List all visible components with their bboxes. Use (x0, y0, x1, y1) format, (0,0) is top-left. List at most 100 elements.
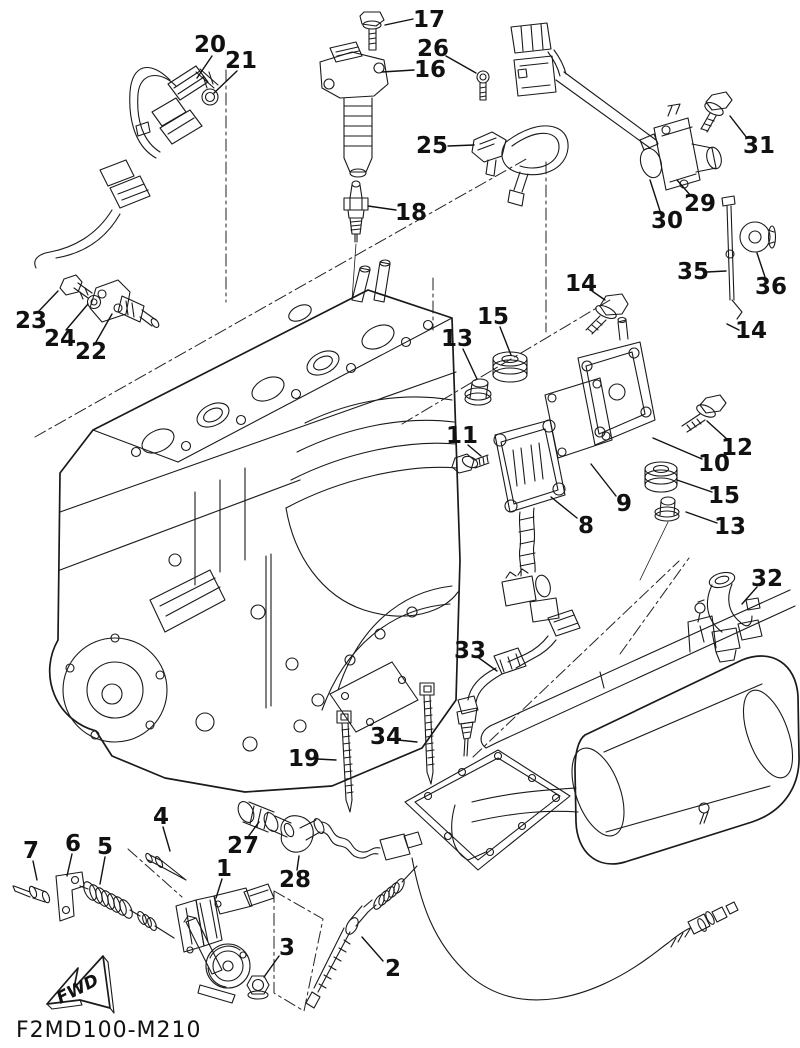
callout-28[interactable]: 28 (279, 867, 311, 893)
grommet-36-drawing (739, 221, 777, 253)
bolt-11-drawing (451, 453, 490, 474)
callout-24[interactable]: 24 (44, 326, 76, 352)
callout-31[interactable]: 31 (743, 133, 775, 159)
throttle-body-1-drawing (175, 883, 275, 1004)
callout-leader-35 (706, 270, 727, 273)
callout-leader-26 (445, 55, 477, 74)
callout-leader-13 (685, 511, 718, 524)
callout-leader-24 (65, 303, 89, 331)
callout-12[interactable]: 12 (721, 435, 753, 461)
breather-28-drawing (280, 815, 423, 861)
callout-leader-32 (741, 586, 758, 605)
callout-21[interactable]: 21 (225, 48, 257, 74)
callout-leader-15 (676, 479, 713, 493)
callout-15[interactable]: 15 (477, 304, 509, 330)
callout-leader-19 (316, 758, 337, 761)
callout-leader-14 (726, 323, 740, 331)
callout-29[interactable]: 29 (684, 191, 716, 217)
callout-leader-14 (591, 290, 606, 301)
callout-leader-15 (499, 326, 512, 356)
callout-14[interactable]: 14 (565, 271, 597, 297)
callout-13[interactable]: 13 (441, 326, 473, 352)
callout-6[interactable]: 6 (65, 831, 81, 857)
callout-leader-4 (162, 826, 171, 852)
callout-leader-31 (729, 115, 748, 139)
bolt-17-drawing (359, 11, 385, 51)
callout-2[interactable]: 2 (385, 956, 401, 982)
callout-leader-29 (676, 179, 692, 197)
fwd-arrow-label: FWD (53, 971, 102, 1009)
callout-15[interactable]: 15 (708, 483, 740, 509)
callout-leader-5 (99, 856, 106, 885)
bolt-12-drawing (681, 394, 727, 433)
callout-leader-22 (95, 313, 113, 343)
callout-20[interactable]: 20 (194, 32, 226, 58)
needle-4-drawing (145, 852, 187, 881)
callout-18[interactable]: 18 (395, 200, 427, 226)
collar-13-left-drawing (464, 378, 492, 406)
callout-26[interactable]: 26 (417, 36, 449, 62)
fwd-arrow: FWD (46, 955, 115, 1014)
callout-32[interactable]: 32 (751, 566, 783, 592)
callout-23[interactable]: 23 (15, 308, 47, 334)
ecu-8-drawing (493, 419, 566, 623)
grommet-15-right-drawing (644, 461, 678, 493)
callout-9[interactable]: 9 (616, 491, 632, 517)
callout-36[interactable]: 36 (755, 274, 787, 300)
callout-27[interactable]: 27 (227, 833, 259, 859)
phantom-line-8 (127, 848, 183, 898)
bracket-6-drawing (55, 871, 85, 922)
callout-leader-7 (32, 860, 38, 881)
dipstick-35-drawing (721, 195, 743, 320)
callout-leader-8 (550, 496, 578, 519)
callout-34[interactable]: 34 (370, 724, 402, 750)
callout-14[interactable]: 14 (735, 318, 767, 344)
cable-tie-19-drawing (336, 710, 354, 813)
callout-4[interactable]: 4 (153, 804, 169, 830)
callout-leader-1 (215, 878, 223, 899)
callout-leader-10 (652, 437, 703, 460)
engine-block-drawing (48, 259, 461, 793)
callout-22[interactable]: 22 (75, 339, 107, 365)
callout-16[interactable]: 16 (414, 57, 446, 83)
callout-leader-13 (462, 348, 478, 380)
grommet-15-left-drawing (492, 351, 528, 383)
callout-5[interactable]: 5 (97, 834, 113, 860)
callout-leader-23 (37, 290, 59, 313)
main-cable-drawing (411, 857, 739, 1001)
phantom-line-6 (472, 560, 680, 758)
callout-leader-2 (361, 936, 384, 962)
cable-tie-34-drawing (419, 682, 435, 785)
callout-leader-17 (384, 18, 414, 26)
callout-35[interactable]: 35 (677, 259, 709, 285)
callout-1[interactable]: 1 (216, 856, 232, 882)
collar-13-right-drawing (639, 496, 680, 581)
phantom-line-1 (34, 157, 529, 438)
callout-17[interactable]: 17 (413, 7, 445, 33)
callout-25[interactable]: 25 (416, 133, 448, 159)
callout-33[interactable]: 33 (454, 638, 486, 664)
bolt-14-left-drawing (585, 293, 629, 335)
callout-leader-16 (381, 69, 415, 73)
callout-11[interactable]: 11 (446, 423, 478, 449)
callout-13[interactable]: 13 (714, 514, 746, 540)
spring-5-drawing (79, 881, 175, 939)
callout-leader-20 (196, 55, 213, 79)
callout-19[interactable]: 19 (288, 746, 320, 772)
connector-32-drawing (706, 571, 763, 663)
callout-7[interactable]: 7 (23, 838, 39, 864)
callout-leader-21 (213, 70, 238, 94)
throttle-cable-2-drawing (305, 865, 418, 1009)
bolt-31-drawing (700, 91, 733, 133)
callout-3[interactable]: 3 (279, 935, 295, 961)
callout-10[interactable]: 10 (698, 451, 730, 477)
bracket-10-drawing (577, 316, 656, 446)
callout-leader-18 (367, 205, 397, 211)
callout-30[interactable]: 30 (651, 208, 683, 234)
phantom-line-5 (619, 557, 690, 655)
nut-3-drawing (246, 975, 270, 1000)
callout-8[interactable]: 8 (578, 513, 594, 539)
